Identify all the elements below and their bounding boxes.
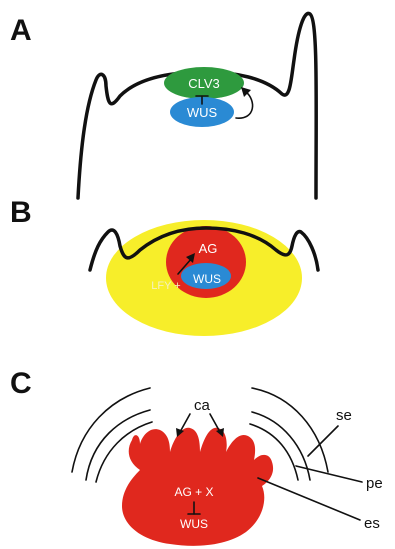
panel-b-letter: B	[10, 196, 32, 229]
wus-label-c: WUS	[180, 517, 208, 531]
es-leader	[258, 478, 360, 520]
clv3-label: CLV3	[188, 76, 220, 91]
wus-label-b: WUS	[193, 272, 221, 286]
ca-label: ca	[194, 397, 211, 414]
es-label: es	[364, 515, 380, 532]
panel-c-letter: C	[10, 367, 32, 400]
ag-x-label: AG + X	[174, 485, 213, 499]
panel-c: C ca se pe es AG + X WUS	[10, 367, 383, 546]
panel-a: A CLV3 WUS	[10, 13, 316, 198]
pe-leader	[296, 466, 362, 482]
se-label: se	[336, 407, 352, 424]
lfy-label: LFY +	[151, 280, 180, 292]
panel-a-letter: A	[10, 14, 32, 47]
pe-label: pe	[366, 475, 383, 492]
ag-label-b: AG	[199, 241, 218, 256]
panel-b: B AG WUS LFY +	[10, 196, 318, 336]
wus-label-a: WUS	[187, 105, 218, 120]
